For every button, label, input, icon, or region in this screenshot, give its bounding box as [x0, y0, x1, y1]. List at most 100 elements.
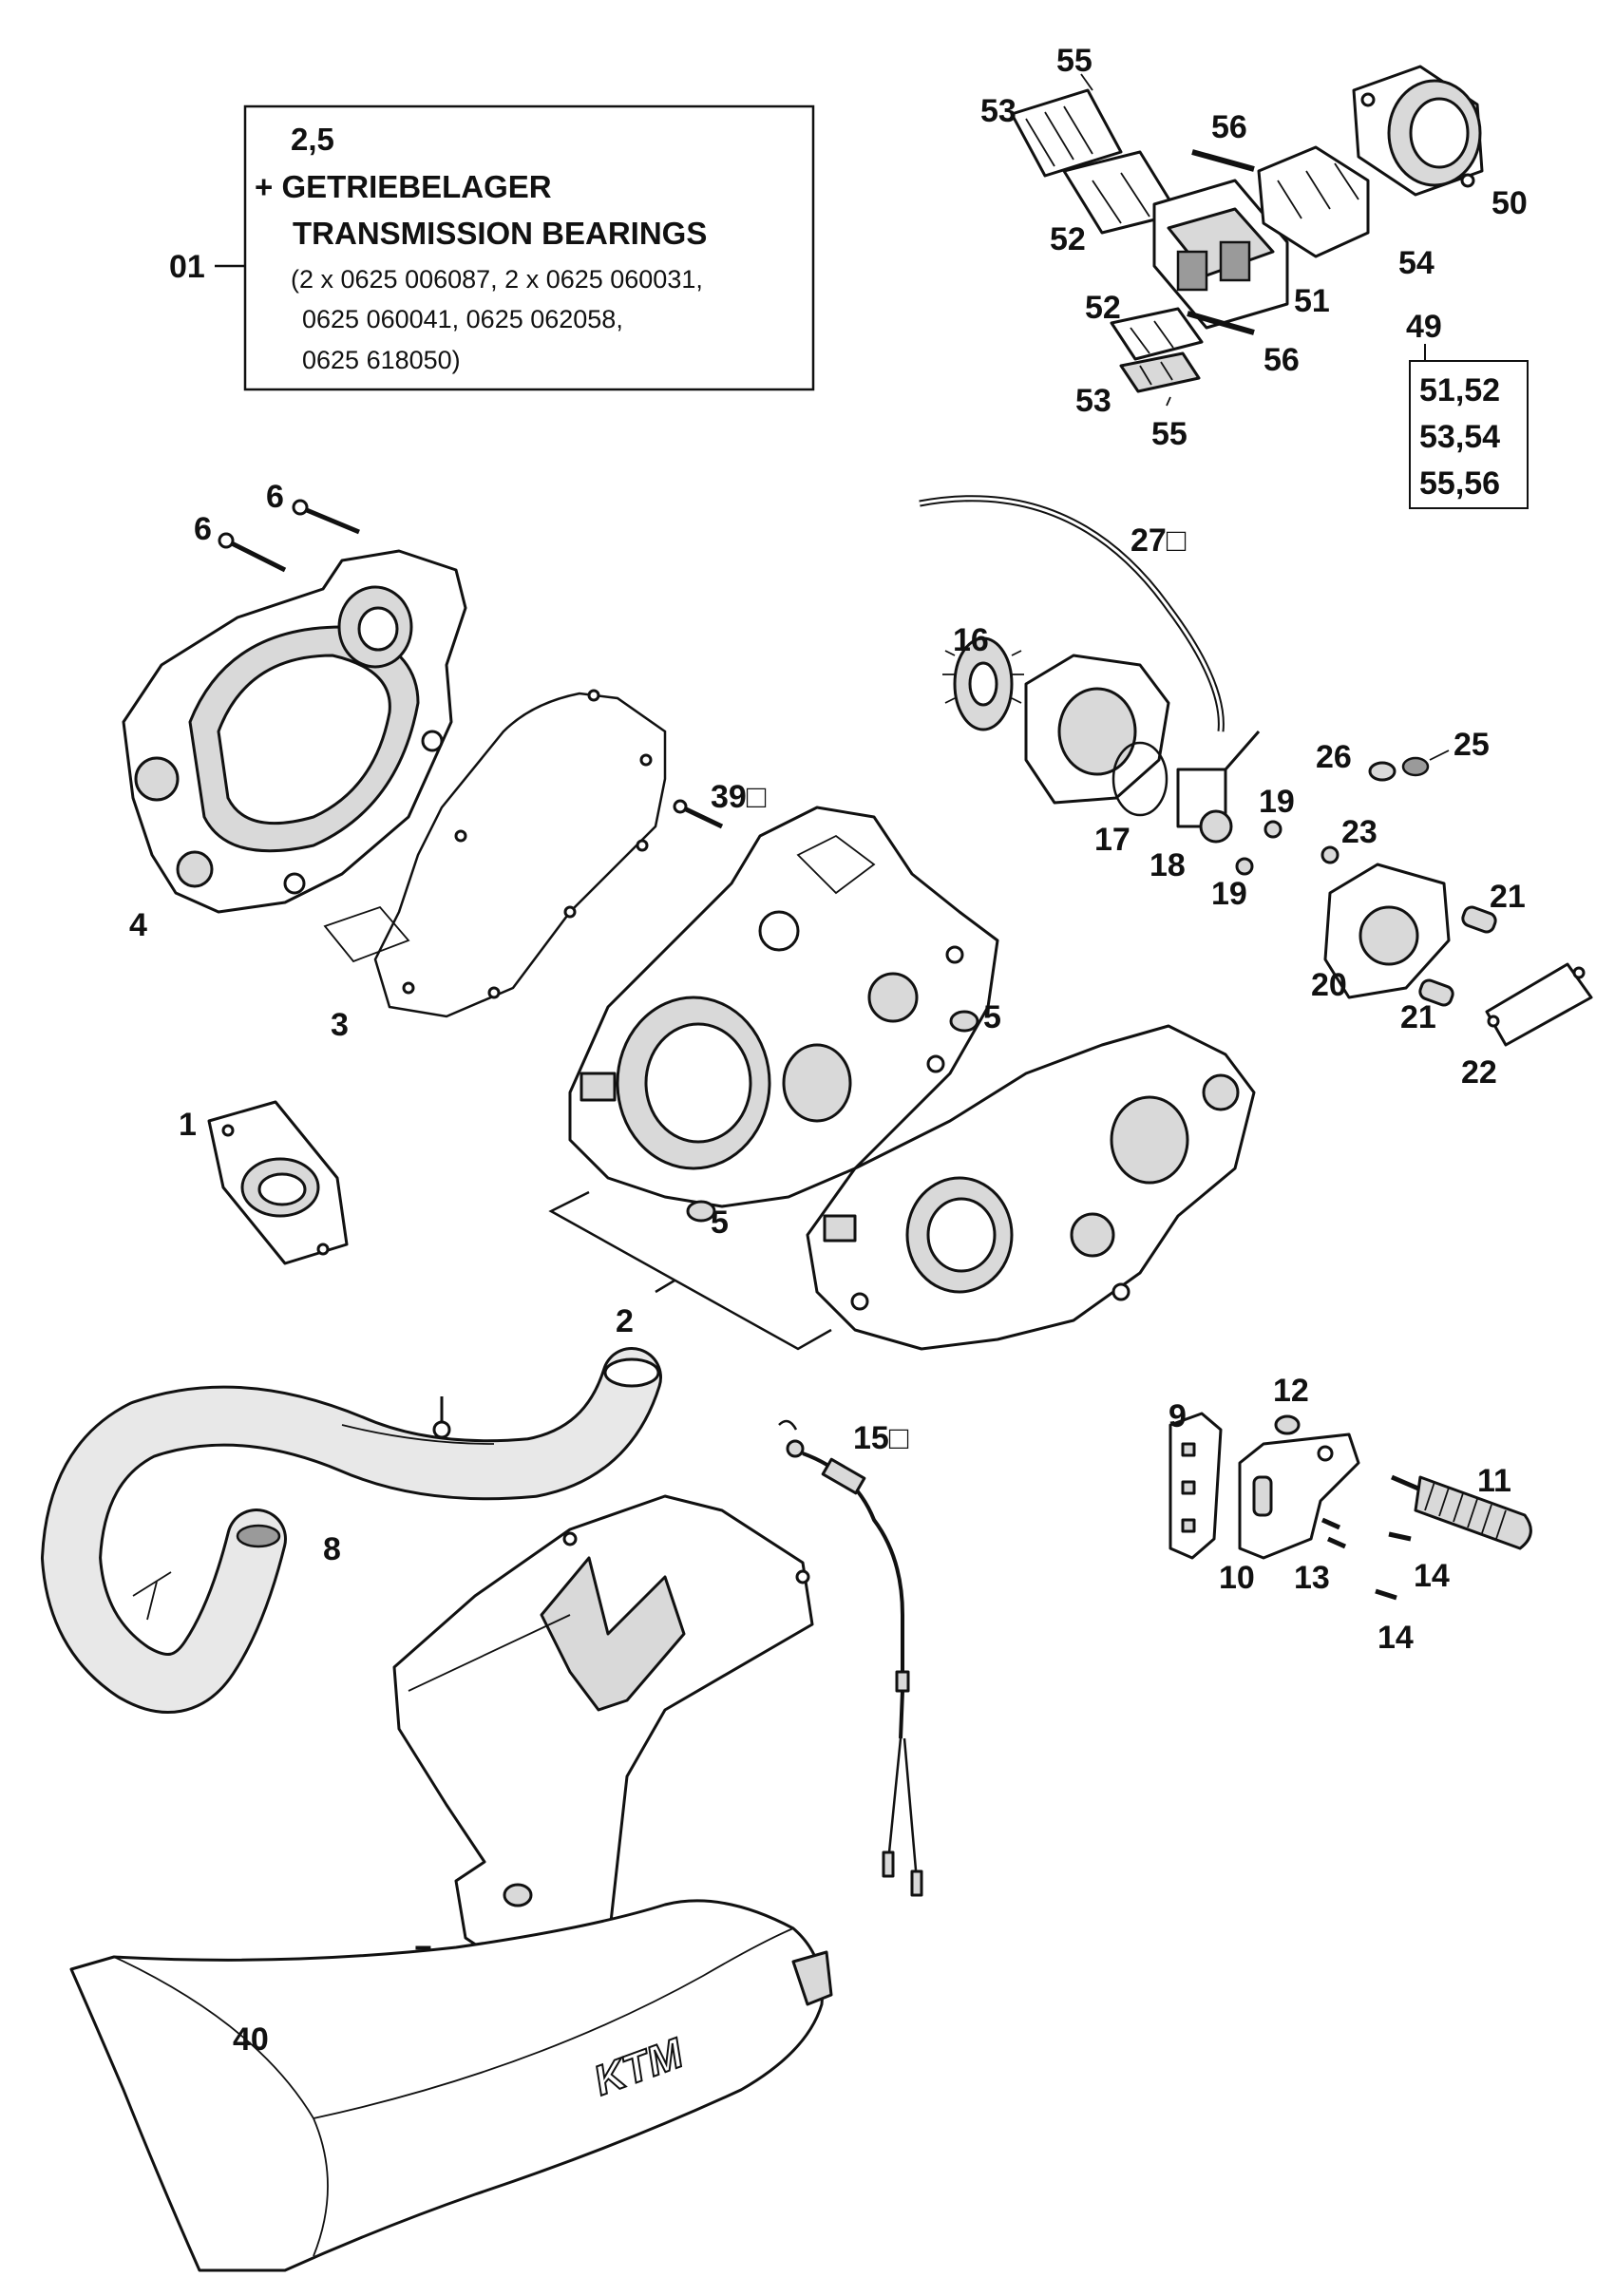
callout-4: 4 [129, 907, 147, 943]
bolt-6-b [292, 499, 360, 535]
callout-6-top: 6 [266, 479, 284, 515]
oil-pump-18 [1176, 731, 1261, 844]
callout-55-top: 55 [1056, 43, 1092, 79]
callout-16: 16 [953, 622, 989, 658]
screw-19-a [1264, 820, 1282, 839]
seat-40: KTM [69, 1899, 833, 2272]
kit-row-1: 51,52 [1419, 372, 1500, 408]
bolt-6-a [218, 532, 287, 573]
screw-19-b [1235, 857, 1254, 876]
callout-2: 2 [616, 1303, 634, 1339]
callout-53-bottom: 53 [1075, 383, 1112, 419]
callout-5-upper: 5 [983, 999, 1001, 1035]
callout-39: 39□ [711, 779, 767, 815]
washer-26 [1368, 761, 1396, 782]
cover-20 [1323, 863, 1451, 999]
callout-55-bottom: 55 [1151, 416, 1188, 452]
callout-56-bottom: 56 [1264, 342, 1300, 378]
kit-row-2: 53,54 [1419, 419, 1500, 455]
callout-13: 13 [1294, 1560, 1330, 1596]
callout-1: 1 [179, 1107, 197, 1143]
box-line-4: (2 x 0625 006087, 2 x 0625 060031, [291, 265, 703, 294]
callout-9: 9 [1168, 1398, 1187, 1434]
reed-stop-56-bottom [1187, 311, 1255, 335]
callout-5-lower: 5 [711, 1205, 729, 1241]
callout-56-top: 56 [1211, 109, 1247, 145]
callout-19-bottom: 19 [1211, 876, 1247, 912]
callout-52-bottom: 52 [1085, 290, 1121, 326]
reed-petal-53-top [1010, 88, 1123, 178]
box-line-3: TRANSMISSION BEARINGS [293, 216, 707, 251]
screw-13 [1320, 1517, 1347, 1549]
reed-valve-group [1010, 65, 1484, 407]
callout-52-top: 52 [1050, 221, 1086, 257]
callout-14-bottom: 14 [1378, 1620, 1414, 1656]
reed-block-51 [1152, 179, 1289, 330]
gasket-3 [323, 689, 667, 1018]
crankcase-right [806, 1024, 1256, 1351]
callout-40: 40 [233, 2021, 269, 2058]
callout-50: 50 [1492, 185, 1528, 221]
callout-25: 25 [1454, 727, 1490, 763]
reed-petal-53-bottom [1119, 351, 1201, 393]
box-line-1: 2,5 [291, 122, 334, 157]
screw-39 [673, 799, 724, 829]
reed-plate-52-bottom [1110, 307, 1204, 361]
oil-pump-cover [1024, 654, 1170, 805]
bolt-14-a [1388, 1531, 1412, 1542]
box-line-5: 0625 060041, 0625 062058, [302, 305, 623, 333]
gasket-17 [1112, 741, 1168, 817]
callout-3: 3 [331, 1007, 349, 1043]
callout-27: 27□ [1130, 522, 1187, 559]
callout-49: 49 [1406, 309, 1442, 345]
guard-9 [1168, 1412, 1223, 1560]
side-cover-7 [392, 1494, 814, 1987]
callout-15: 15□ [853, 1420, 909, 1456]
callout-20: 20 [1311, 967, 1347, 1003]
cable-15 [778, 1419, 923, 1897]
kit-row-3: 55,56 [1419, 465, 1500, 502]
callout-21-top: 21 [1490, 879, 1526, 915]
reed-cage-54 [1257, 145, 1370, 258]
callout-53-top: 53 [980, 93, 1016, 129]
oil-pump-gear-16 [942, 636, 1024, 731]
dowel-5-upper [949, 1010, 979, 1033]
callout-19-top: 19 [1259, 784, 1295, 820]
box-line-2: + GETRIEBELAGER [255, 169, 552, 204]
intake-manifold-50 [1352, 65, 1484, 197]
callout-18: 18 [1150, 847, 1186, 883]
callout-6-left: 6 [194, 511, 212, 547]
spacer-21-a [1461, 905, 1497, 934]
callout-12: 12 [1273, 1373, 1309, 1409]
transmission-bearings-box: 01 2,5 + GETRIEBELAGER TRANSMISSION BEAR… [169, 104, 815, 391]
callout-8: 8 [323, 1531, 341, 1567]
footpeg-11 [1391, 1474, 1532, 1550]
nut-12 [1274, 1414, 1301, 1435]
clutch-cover-4 [122, 549, 467, 914]
dowel-5-lower [686, 1200, 716, 1223]
callout-14-top: 14 [1414, 1558, 1450, 1594]
callout-11: 11 [1477, 1463, 1511, 1499]
reed-stop-56-top [1191, 149, 1255, 172]
callout-10: 10 [1219, 1560, 1255, 1596]
callout-01: 01 [169, 249, 205, 285]
bracket-10 [1238, 1433, 1360, 1560]
nut-25 [1401, 756, 1430, 777]
callout-51: 51 [1294, 283, 1330, 319]
reed-kit-box: 49 51,52 53,54 55,56 [1406, 309, 1529, 509]
callout-54: 54 [1398, 245, 1434, 281]
callout-26: 26 [1316, 739, 1352, 775]
cover-plate-22 [1485, 962, 1593, 1047]
box-line-6: 0625 618050) [302, 346, 461, 374]
intake-flange-1 [207, 1100, 349, 1265]
spacer-21-b [1418, 978, 1454, 1007]
crankcase-left [568, 806, 999, 1208]
breather-hose-27 [919, 495, 1225, 732]
callout-23: 23 [1341, 814, 1378, 850]
callout-17: 17 [1094, 822, 1130, 858]
callout-22: 22 [1461, 1054, 1497, 1091]
screw-23 [1320, 845, 1340, 864]
exhaust-pipe-8 [40, 1347, 662, 1714]
callout-21-bottom: 21 [1400, 999, 1436, 1035]
